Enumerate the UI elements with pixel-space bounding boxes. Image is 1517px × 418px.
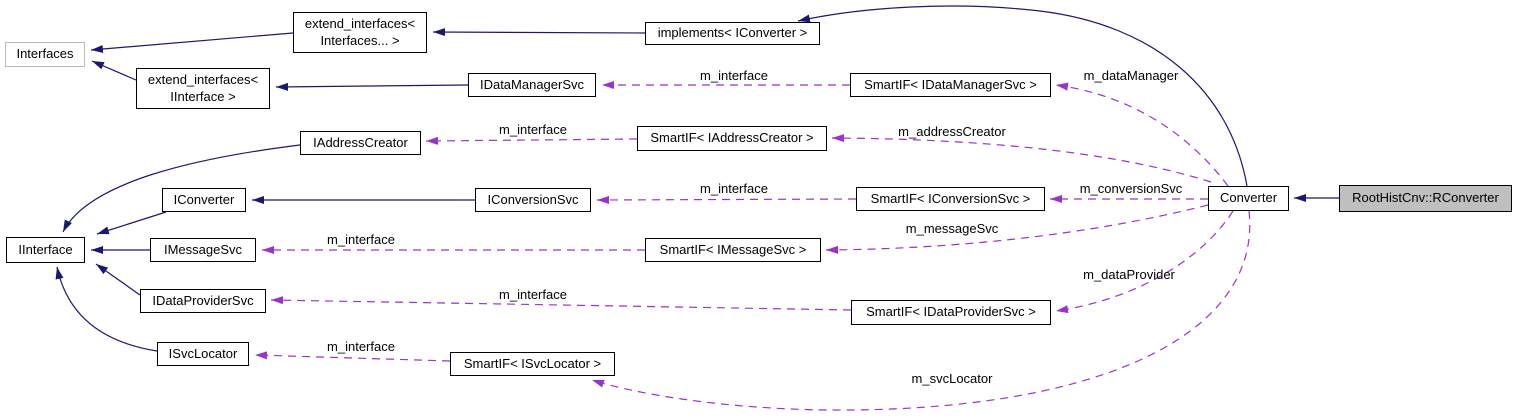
edge-converter-to-smartif-isvclocator <box>591 210 1251 411</box>
node-isvclocator[interactable]: ISvcLocator <box>157 342 249 366</box>
edge-label-m-interface-conversionsvc: m_interface <box>700 181 768 196</box>
edge-label-m-addresscreator: m_addressCreator <box>898 124 1006 139</box>
node-extend-interfaces-variadic[interactable]: extend_interfaces< Interfaces... > <box>293 12 427 53</box>
edge-label-m-datamanager: m_dataManager <box>1083 68 1179 83</box>
edge-iconverter-to-iinterface <box>96 211 167 235</box>
node-idataprovidersvc[interactable]: IDataProviderSvc <box>140 289 266 313</box>
node-iconversionsvc[interactable]: IConversionSvc <box>475 188 591 212</box>
edge-smartif-isvclocator-to-isvclocator <box>254 351 451 362</box>
node-idatamanagersvc[interactable]: IDataManagerSvc <box>468 73 596 97</box>
edge-smartif-idataprovidersvc-to-idataprovidersvc <box>270 296 852 311</box>
edge-idatamanagersvc-to-extend-iinterface <box>275 82 469 91</box>
node-smartif-iconversionsvc[interactable]: SmartIF< IConversionSvc > <box>856 187 1045 211</box>
edge-extend-variadic-to-interfaces <box>90 32 294 53</box>
edge-converter-to-implements <box>797 5 1248 187</box>
node-smartif-isvclocator[interactable]: SmartIF< ISvcLocator > <box>450 352 615 376</box>
node-iconverter[interactable]: IConverter <box>162 188 246 212</box>
node-interfaces: Interfaces <box>5 42 85 67</box>
edge-implements-to-extend-variadic <box>432 28 646 37</box>
edge-converter-to-smartif-imessagesvc <box>825 204 1209 254</box>
edge-label-m-interface-datamanager: m_interface <box>700 68 768 83</box>
edge-isvclocator-to-iinterface <box>55 266 158 352</box>
edge-converter-to-smartif-iaddresscreator <box>831 134 1212 183</box>
edge-label-m-dataprovider: m_dataProvider <box>1083 267 1175 282</box>
edge-label-m-svclocator: m_svcLocator <box>911 371 993 386</box>
node-extend-interfaces-iinterface[interactable]: extend_interfaces< IInterface > <box>136 68 270 109</box>
node-smartif-imessagesvc[interactable]: SmartIF< IMessageSvc > <box>645 238 821 262</box>
node-smartif-iaddresscreator[interactable]: SmartIF< IAddressCreator > <box>637 126 827 151</box>
node-smartif-idatamanagersvc[interactable]: SmartIF< IDataManagerSvc > <box>850 73 1051 97</box>
node-implements-iconverter[interactable]: implements< IConverter > <box>645 22 820 45</box>
edge-label-m-interface-dataprovider: m_interface <box>499 287 567 302</box>
edge-idataprovidersvc-to-iinterface <box>95 263 141 296</box>
edge-smartif-iaddresscreator-to-iaddresscreator <box>425 136 638 145</box>
edge-converter-to-smartif-idataprovidersvc <box>1055 210 1234 314</box>
edge-label-m-conversionsvc: m_conversionSvc <box>1079 181 1183 196</box>
edge-extend-iinterface-to-interfaces <box>91 60 137 81</box>
node-iaddresscreator[interactable]: IAddressCreator <box>300 131 421 155</box>
edge-label-m-messagesvc: m_messageSvc <box>905 221 999 236</box>
edge-iaddresscreator-to-iinterface <box>62 144 301 233</box>
node-smartif-idataprovidersvc[interactable]: SmartIF< IDataProviderSvc > <box>851 300 1051 325</box>
node-imessagesvc[interactable]: IMessageSvc <box>150 238 256 262</box>
edge-label-m-interface-svclocator: m_interface <box>327 339 395 354</box>
edge-converter-to-smartif-idatamanagersvc <box>1055 82 1229 187</box>
node-rconverter-current: RootHistCnv::RConverter <box>1339 185 1512 212</box>
edge-label-m-interface-addresscreator: m_interface <box>499 122 567 137</box>
node-converter[interactable]: Converter <box>1208 186 1289 211</box>
node-iinterface[interactable]: IInterface <box>6 237 85 263</box>
edge-label-m-interface-messagesvc: m_interface <box>327 232 395 247</box>
edge-smartif-iconversionsvc-to-iconversionsvc <box>596 195 857 204</box>
